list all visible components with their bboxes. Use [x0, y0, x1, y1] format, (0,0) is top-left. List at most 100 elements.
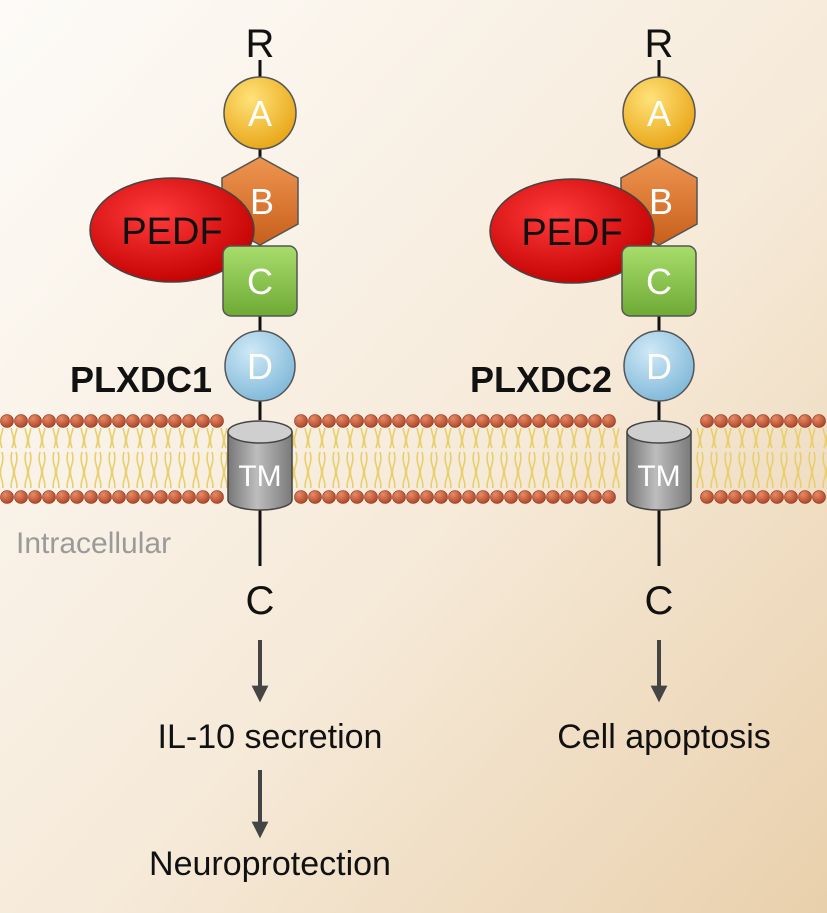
lipid-head [294, 414, 308, 428]
outcome-neuroprotection: Neuroprotection [149, 845, 391, 883]
lipid-head [56, 414, 70, 428]
domain-a [622, 76, 696, 150]
lipid-head [0, 414, 14, 428]
lipid-head [798, 490, 812, 504]
lipid-head [588, 490, 602, 504]
lipid-head [196, 490, 210, 504]
lipid-head [350, 414, 364, 428]
lipid-head [42, 490, 56, 504]
lipid-head [546, 490, 560, 504]
pedf-ligand [89, 177, 255, 283]
lipid-head [14, 490, 28, 504]
lipid-head [350, 490, 364, 504]
pedf-label: PEDF [121, 211, 222, 253]
lipid-head [560, 490, 574, 504]
lipid-head [336, 490, 350, 504]
lipid-head [504, 414, 518, 428]
lipid-head [728, 490, 742, 504]
domain-c [222, 245, 298, 317]
receptor-plxdc1: R A B PEDF C D PLXDC1 TM C IL-10 secreti… [70, 22, 391, 883]
lipid-head [70, 490, 84, 504]
lipid-head [518, 414, 532, 428]
domain-a-label: A [647, 93, 671, 134]
pedf-label: PEDF [521, 212, 622, 254]
domain-d-label: D [247, 346, 273, 387]
lipid-head [742, 414, 756, 428]
lipid-head [336, 414, 350, 428]
domain-c-label: C [247, 261, 273, 302]
lipid-head [490, 414, 504, 428]
domain-d [224, 330, 296, 402]
lipid-head [196, 414, 210, 428]
lipid-head [182, 490, 196, 504]
lipid-head [700, 414, 714, 428]
n-terminus-label: R [246, 22, 275, 66]
lipid-head [210, 490, 224, 504]
lipid-head [322, 414, 336, 428]
transmembrane-cylinder [626, 420, 692, 511]
lipid-head [770, 490, 784, 504]
lipid-head [84, 490, 98, 504]
lipid-head [812, 414, 826, 428]
lipid-head [728, 414, 742, 428]
domain-c-label: C [646, 261, 672, 302]
lipid-head [462, 414, 476, 428]
lipid-head [126, 414, 140, 428]
lipid-head [112, 414, 126, 428]
lipid-head [42, 414, 56, 428]
lipid-head [392, 414, 406, 428]
lipid-head [476, 490, 490, 504]
lipid-head [112, 490, 126, 504]
lipid-head [126, 490, 140, 504]
lipid-head [434, 414, 448, 428]
lipid-head [154, 490, 168, 504]
domain-d [623, 330, 695, 402]
lipid-head [28, 414, 42, 428]
lipid-head [98, 414, 112, 428]
lipid-head [0, 490, 14, 504]
domain-a-label: A [248, 93, 272, 134]
lipid-head [28, 490, 42, 504]
lipid-heads-inner [0, 490, 826, 504]
lipid-head [406, 490, 420, 504]
intracellular-label: Intracellular [16, 527, 171, 560]
domain-a [223, 76, 297, 150]
lipid-head [14, 414, 28, 428]
lipid-head [574, 490, 588, 504]
lipid-tails [0, 428, 827, 488]
lipid-head [588, 414, 602, 428]
lipid-head [448, 490, 462, 504]
lipid-head [784, 414, 798, 428]
c-terminus-label: C [246, 579, 275, 623]
lipid-heads-outer [0, 414, 826, 428]
lipid-head [714, 490, 728, 504]
lipid-head [602, 414, 616, 428]
lipid-head [504, 490, 518, 504]
lipid-head [420, 490, 434, 504]
lipid-head [364, 490, 378, 504]
lipid-head [770, 414, 784, 428]
lipid-head [532, 490, 546, 504]
lipid-head [812, 490, 826, 504]
lipid-head [168, 490, 182, 504]
domain-b-label: B [250, 181, 274, 222]
tm-label: TM [637, 460, 680, 493]
n-terminus-label: R [645, 22, 674, 66]
lipid-head [700, 490, 714, 504]
lipid-head [308, 414, 322, 428]
lipid-head [364, 414, 378, 428]
lipid-head [378, 490, 392, 504]
lipid-head [140, 490, 154, 504]
domain-c [621, 245, 697, 317]
lipid-head [560, 414, 574, 428]
lipid-head [98, 490, 112, 504]
lipid-head [420, 414, 434, 428]
lipid-head [742, 490, 756, 504]
lipid-head [476, 414, 490, 428]
lipid-head [518, 490, 532, 504]
pedf-ligand [489, 178, 655, 284]
lipid-head [210, 414, 224, 428]
outcome-cell-apoptosis: Cell apoptosis [557, 718, 771, 756]
receptor-plxdc2: R A B PEDF C D PLXDC2 TM C Cell apoptosi… [470, 22, 771, 756]
